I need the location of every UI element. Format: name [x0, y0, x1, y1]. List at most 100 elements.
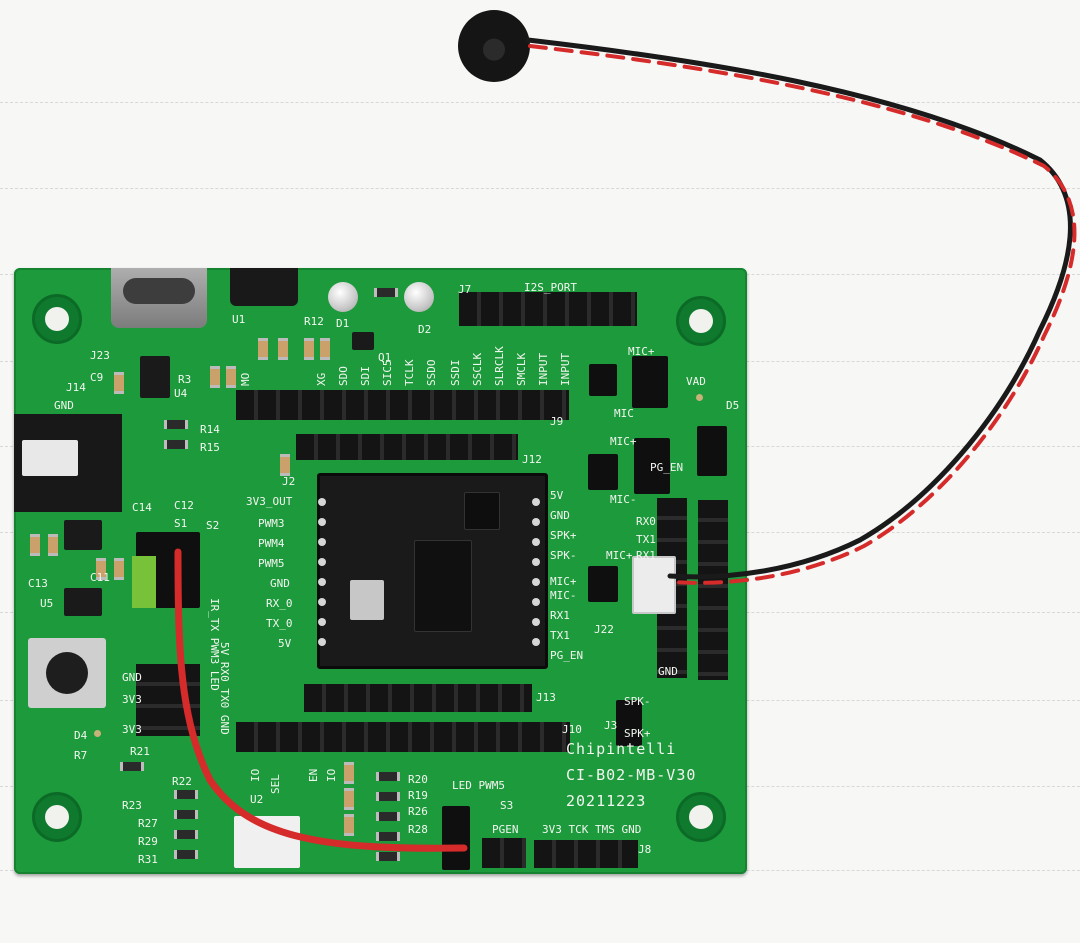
jumper-j22[interactable] [588, 566, 618, 602]
silk-gnd-right: GND [658, 665, 678, 678]
resistor [376, 772, 400, 781]
silk-r27: R27 [138, 817, 158, 830]
jumper-j17[interactable] [632, 356, 668, 408]
mic-wire-red [528, 44, 1077, 585]
silk-rx0: RX0 [636, 515, 656, 528]
mid-pin-label: PWM5 [258, 557, 285, 570]
silk-r28: R28 [408, 823, 428, 836]
pgen-header[interactable] [482, 838, 526, 868]
silk-led-pwm5: LED PWM5 [452, 779, 505, 792]
pcb-board: J23 J14 GND C9 R3 U4 R14 R15 C12 C14 S1 … [14, 268, 747, 874]
capacitor [226, 366, 236, 388]
castellation [532, 538, 540, 546]
board-date: 20211223 [566, 792, 647, 810]
module-pin-label: SPK+ [550, 529, 577, 542]
usb-c-port[interactable] [111, 268, 207, 328]
resistor [174, 830, 198, 839]
silk-u4: U4 [174, 387, 188, 400]
silk-r23: R23 [122, 799, 142, 812]
silk-c12: C12 [174, 499, 194, 512]
silk-3v3-b: 3V3 [122, 723, 142, 736]
asr-module [317, 473, 548, 669]
header-j10[interactable] [236, 722, 570, 752]
castellation [318, 618, 326, 626]
i2s-header[interactable] [459, 292, 637, 326]
mid-pin-label: GND [270, 577, 290, 590]
silk-u5: U5 [40, 597, 54, 610]
power-switch[interactable] [14, 414, 122, 512]
header-right-b[interactable] [698, 500, 728, 680]
silk-r15: R15 [200, 441, 220, 454]
mic-connector[interactable] [632, 556, 676, 614]
module-pin-label: MIC+ [550, 575, 577, 588]
silk-j7: J7 [458, 283, 472, 296]
silk-j2: J2 [282, 475, 296, 488]
reset-button[interactable] [28, 638, 106, 708]
silk-spk-plus: SPK+ [624, 727, 651, 740]
silk-r29: R29 [138, 835, 158, 848]
module-pin-label: RX1 [550, 609, 570, 622]
buzzer-speaker [458, 10, 530, 82]
castellation [318, 638, 326, 646]
mid-pin-label: PWM4 [258, 537, 285, 550]
resistor [164, 440, 188, 449]
silk-j22: J22 [594, 623, 614, 636]
silk-mic-plus-b: MIC+ [610, 435, 637, 448]
silk-r21: R21 [130, 745, 150, 758]
capacitor [210, 366, 220, 388]
capacitor [344, 762, 354, 784]
slide-jumper-green[interactable] [132, 556, 156, 608]
silk-j13: J13 [536, 691, 556, 704]
castellation [318, 598, 326, 606]
module-main-chip [414, 540, 472, 632]
ic-u5 [64, 588, 102, 616]
mid-pin-label: 5V [278, 637, 292, 650]
capacitor [96, 558, 106, 580]
castellation [318, 518, 326, 526]
silk-c11: C11 [90, 571, 110, 584]
silk-r12: R12 [304, 315, 324, 328]
jumper-j3[interactable] [616, 700, 642, 746]
jumper-vad[interactable] [697, 426, 727, 476]
ic-q1 [352, 332, 374, 350]
header-j12[interactable] [296, 434, 518, 460]
capacitor [320, 338, 330, 360]
silk-r14: R14 [200, 423, 220, 436]
silk-d2: D2 [418, 323, 432, 336]
header-j13[interactable] [304, 684, 532, 712]
ir-receiver [230, 268, 298, 306]
silk-pg-en: PG_EN [650, 461, 684, 474]
silk-rx1: RX1 [636, 549, 656, 562]
paper-line [0, 102, 1080, 103]
silk-mic-minus: MIC- [610, 493, 637, 506]
silk-j10: J10 [562, 723, 582, 736]
mounting-hole [676, 792, 726, 842]
capacitor [344, 788, 354, 810]
header-row-top[interactable] [236, 390, 569, 420]
jumper-j11[interactable] [634, 438, 670, 494]
castellation [532, 578, 540, 586]
jumper-j6[interactable] [589, 364, 617, 396]
silk-u2: U2 [250, 793, 264, 806]
silk-j14: J14 [66, 381, 86, 394]
silk-mic-plus-c: MIC+ [606, 549, 633, 562]
ic-u4 [140, 356, 170, 398]
mounting-hole [676, 296, 726, 346]
silk-j9: J9 [550, 415, 564, 428]
silk-r3: R3 [178, 373, 192, 386]
module-flash [464, 492, 500, 530]
silk-r26: R26 [408, 805, 428, 818]
jtag-header[interactable] [534, 840, 638, 868]
jumper-wire-red [174, 548, 468, 852]
resistor [376, 792, 400, 801]
silk-spk-minus: SPK- [624, 695, 651, 708]
resistor [174, 850, 198, 859]
module-crystal [350, 580, 384, 620]
jumper-j15[interactable] [588, 454, 618, 490]
silk-u1: U1 [232, 313, 246, 326]
jumper-led-pwm5[interactable] [442, 806, 470, 870]
silk-gnd-uart: GND [122, 671, 142, 684]
castellation [532, 618, 540, 626]
silk-r7: R7 [74, 749, 88, 762]
paper-line [0, 188, 1080, 189]
